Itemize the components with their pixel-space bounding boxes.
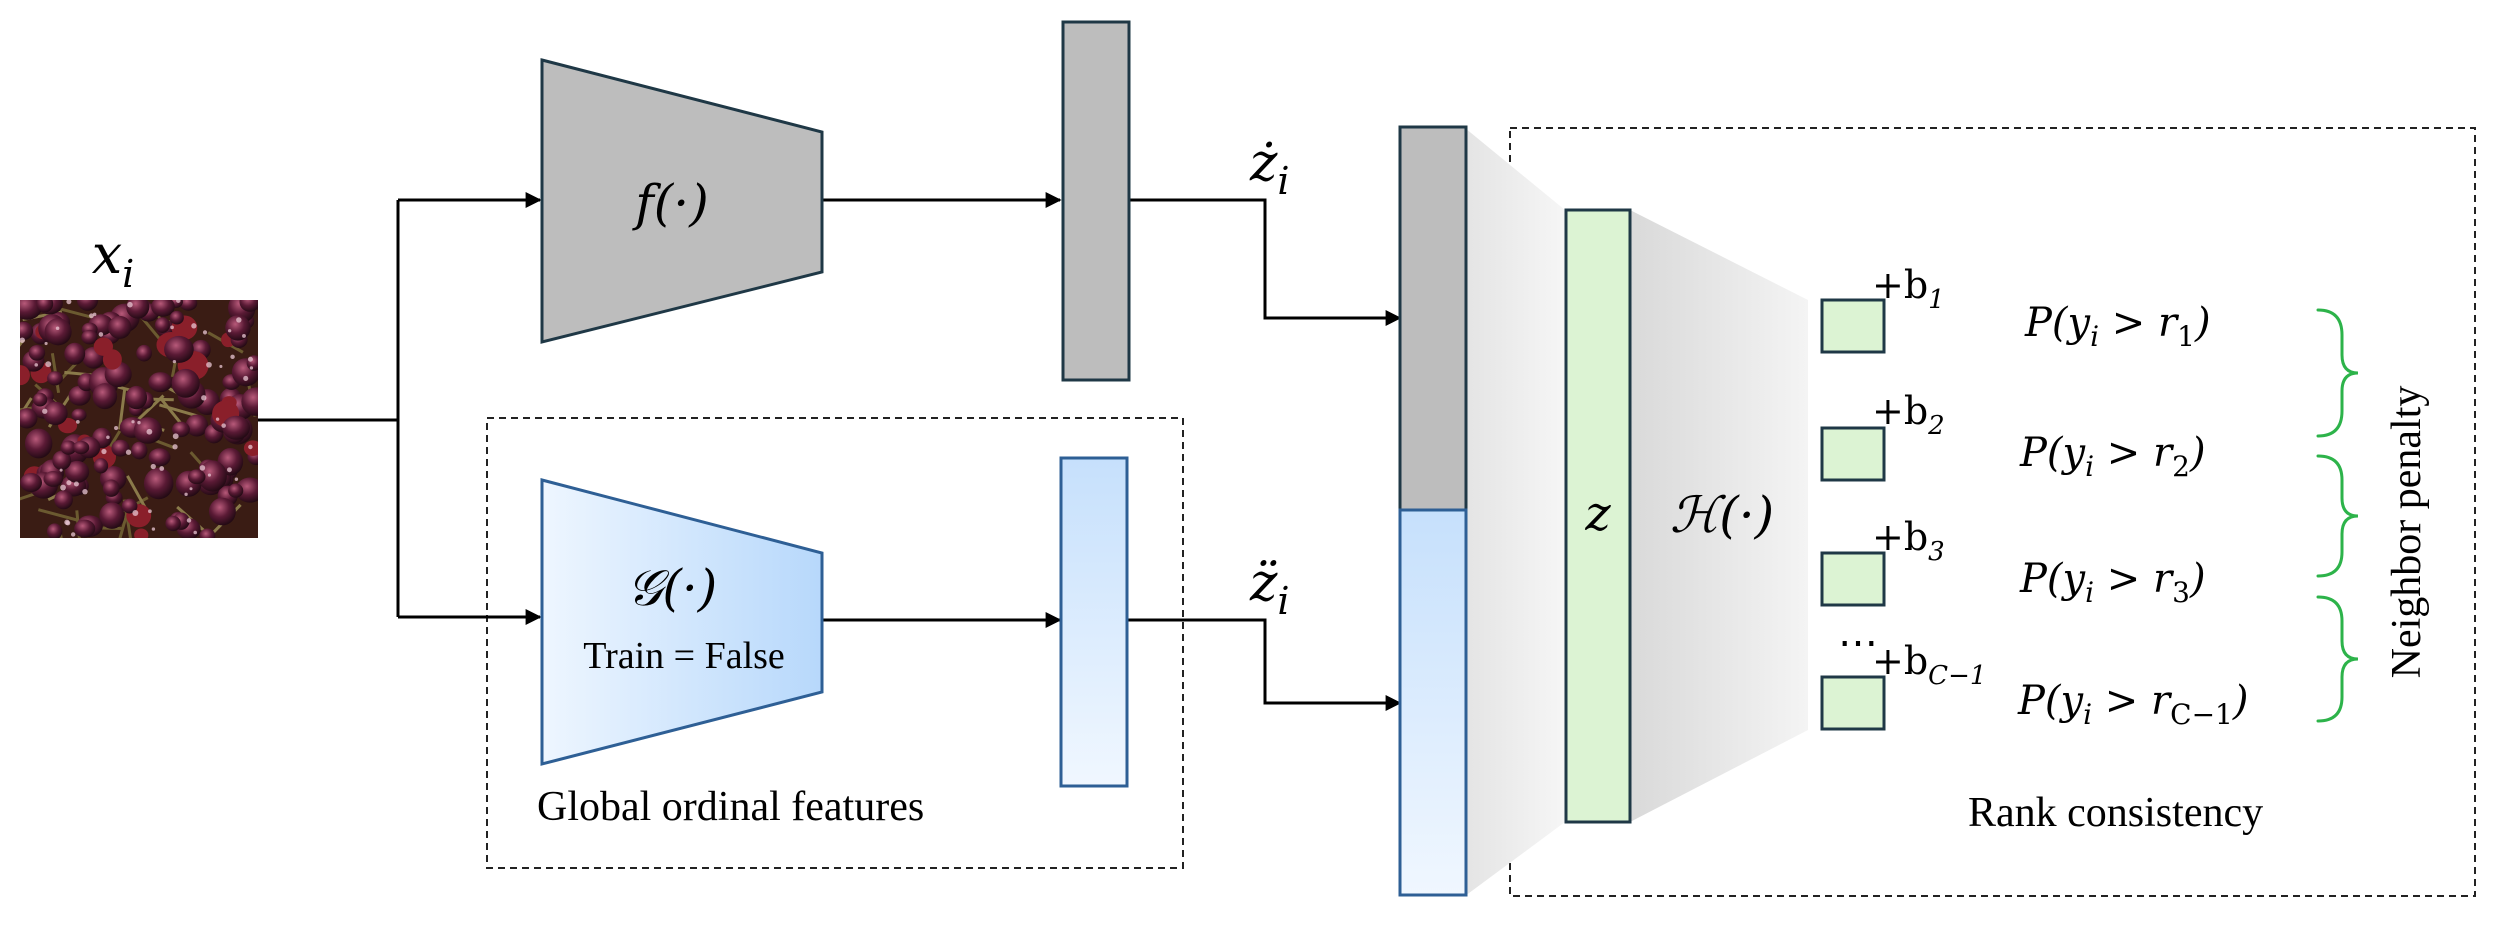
- neighbor-penalty-braces: [2316, 308, 2359, 723]
- output-neuron-1: [1820, 298, 1886, 354]
- output-neuron-3: [1820, 551, 1886, 607]
- concat-vector-top: [1398, 125, 1468, 512]
- projection-band-head: [1630, 210, 1808, 822]
- bias-label-4: +bC−1: [1872, 639, 1986, 691]
- fused-vector-z: [1564, 208, 1632, 824]
- feature-bottom-label: z̈i: [1249, 553, 1290, 623]
- arrow-feature-top-to-concat: [1130, 198, 1402, 326]
- rank-consistency-box: [1509, 127, 2476, 897]
- connectors: [258, 192, 1402, 711]
- fused-z-label: z: [1584, 486, 1611, 542]
- input-image: [20, 300, 258, 538]
- input-label: xi: [92, 223, 135, 296]
- encoder-g: [540, 478, 824, 766]
- output-neuron-2: [1820, 426, 1886, 482]
- bias-label-3: +b3: [1872, 515, 1945, 567]
- encoder-f-label: f(·): [631, 174, 708, 232]
- prob-label-3: P(yi > r3): [2019, 556, 2206, 609]
- global-ordinal-label: Global ordinal features: [537, 784, 924, 830]
- concat-vector-bottom: [1398, 508, 1468, 897]
- encoder-g-sublabel: Train = False: [583, 635, 785, 677]
- neighbor-penalty-label: Neighbor penalty: [2384, 386, 2430, 679]
- bias-label-1: +b1: [1872, 263, 1945, 315]
- encoder-g-label: 𝒢(·): [627, 559, 718, 617]
- output-neuron-4: [1820, 675, 1886, 731]
- projection-band-concat: [1465, 128, 1565, 896]
- brace-1: [2316, 308, 2359, 438]
- bias-label-2: +b2: [1872, 389, 1945, 441]
- feature-vector-top: [1061, 20, 1131, 382]
- prob-label-4: P(yi > rC−1): [2017, 678, 2248, 731]
- prob-label-1: P(yi > r1): [2024, 300, 2211, 353]
- brace-3: [2316, 595, 2359, 723]
- head-label: ℋ(·): [1670, 486, 1774, 544]
- encoder-f: [540, 58, 824, 344]
- prob-label-2: P(yi > r2): [2019, 430, 2206, 483]
- ellipsis-label: ⋯: [1838, 620, 1878, 665]
- arrow-feature-bottom-to-concat: [1128, 618, 1402, 711]
- rank-consistency-label: Rank consistency: [1968, 790, 2263, 836]
- feature-vector-bottom: [1059, 456, 1129, 788]
- feature-top-label: żi: [1249, 133, 1290, 203]
- global-ordinal-box: [486, 417, 1184, 869]
- brace-2: [2316, 454, 2359, 578]
